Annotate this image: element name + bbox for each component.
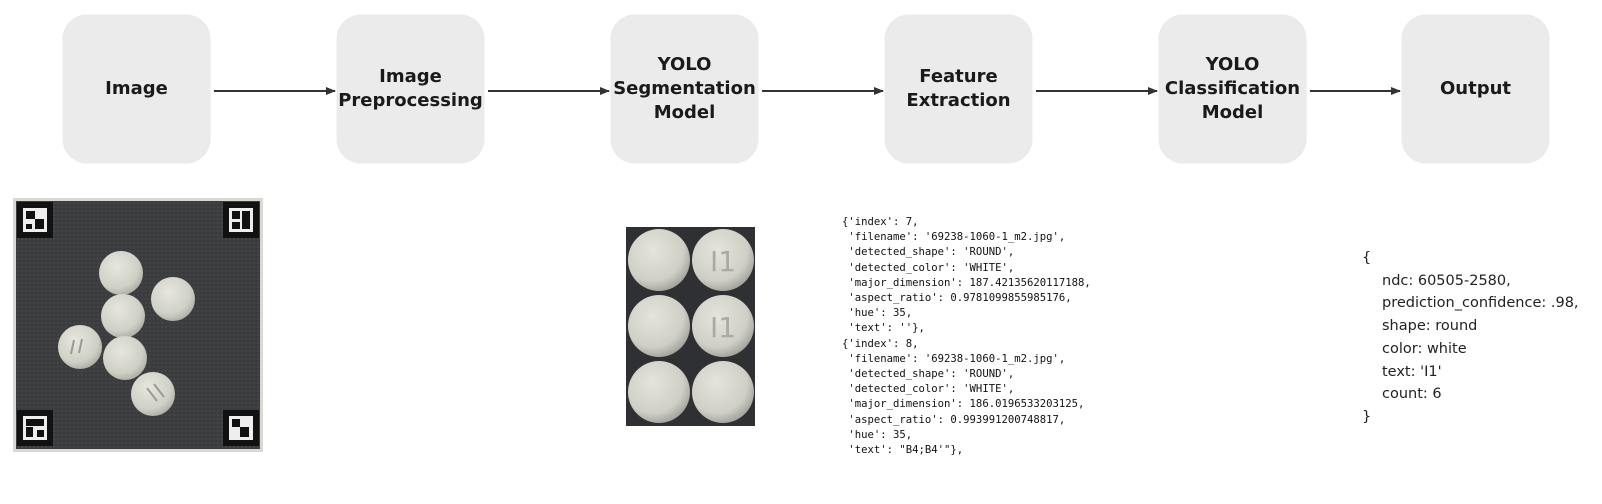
output-prediction-confidence: prediction_confidence: .98, — [1382, 295, 1579, 312]
feature-line: 'major_dimension': 186.0196533203125, — [842, 398, 1085, 411]
pill-imprint: I1 — [710, 311, 736, 344]
feature-line: 'detected_color': 'WHITE', — [842, 261, 1015, 274]
marker-bottom-left-icon — [17, 410, 53, 446]
feature-line: 'aspect_ratio': 0.993991200748817, — [842, 413, 1066, 426]
segmented-pill-crops: I1 I1 — [626, 227, 755, 426]
output-color: color: white — [1382, 340, 1467, 357]
output-text: text: 'I1' — [1382, 363, 1442, 380]
feature-line: 'text': ''}, — [842, 322, 925, 335]
node-image: Image — [63, 15, 210, 163]
pipeline-arrows — [214, 87, 1401, 95]
feature-line: 'detected_shape': 'ROUND', — [842, 368, 1015, 381]
pill — [103, 336, 147, 380]
node-feature-extraction: Feature Extraction — [885, 15, 1032, 163]
pill — [131, 372, 175, 416]
output-count: count: 6 — [1382, 386, 1442, 403]
feature-line: 'text': "B4;B4'"}, — [842, 444, 964, 457]
node-yolo-segmentation-model: YOLO Segmentation Model — [611, 15, 758, 163]
pill — [151, 277, 195, 321]
pill-imprint: I1 — [710, 245, 736, 278]
feature-line: 'filename': '69238-1060-1_m2.jpg', — [842, 352, 1066, 365]
node-output: Output — [1402, 15, 1549, 163]
feature-line: 'detected_color': 'WHITE', — [842, 383, 1015, 396]
pill — [101, 294, 145, 338]
pill-crop — [692, 295, 754, 357]
output-open-brace: { — [1362, 250, 1372, 266]
pill-crop — [692, 361, 754, 423]
marker-top-left-icon — [17, 202, 53, 238]
pill-crop — [628, 229, 690, 291]
output-close-brace: } — [1362, 408, 1372, 425]
node-image-preprocessing: Image Preprocessing — [337, 15, 484, 163]
feature-line: 'hue': 35, — [842, 307, 913, 320]
feature-line: 'detected_shape': 'ROUND', — [842, 246, 1015, 259]
final-output: { ndc: 60505-2580, prediction_confidence… — [1362, 247, 1579, 429]
pill — [99, 251, 143, 295]
marker-bottom-right-icon — [223, 410, 259, 446]
feature-line: 'aspect_ratio': 0.9781099855985176, — [842, 292, 1072, 305]
marker-top-right-icon — [223, 202, 259, 238]
pill-crop — [692, 229, 754, 291]
feature-line: {'index': 8, — [842, 337, 919, 350]
feature-extraction-output: {'index': 7, 'filename': '69238-1060-1_m… — [842, 215, 1091, 458]
output-shape: shape: round — [1382, 318, 1478, 335]
node-yolo-classification-model: YOLO Classification Model — [1159, 15, 1306, 163]
pill-crop — [628, 295, 690, 357]
feature-line: {'index': 7, — [842, 216, 919, 228]
feature-line: 'major_dimension': 187.42135620117188, — [842, 276, 1091, 289]
feature-line: 'hue': 35, — [842, 428, 913, 441]
feature-line: 'filename': '69238-1060-1_m2.jpg', — [842, 231, 1066, 244]
input-pill-photo — [13, 198, 263, 452]
output-ndc: ndc: 60505-2580, — [1382, 272, 1511, 289]
pill-crop — [628, 361, 690, 423]
